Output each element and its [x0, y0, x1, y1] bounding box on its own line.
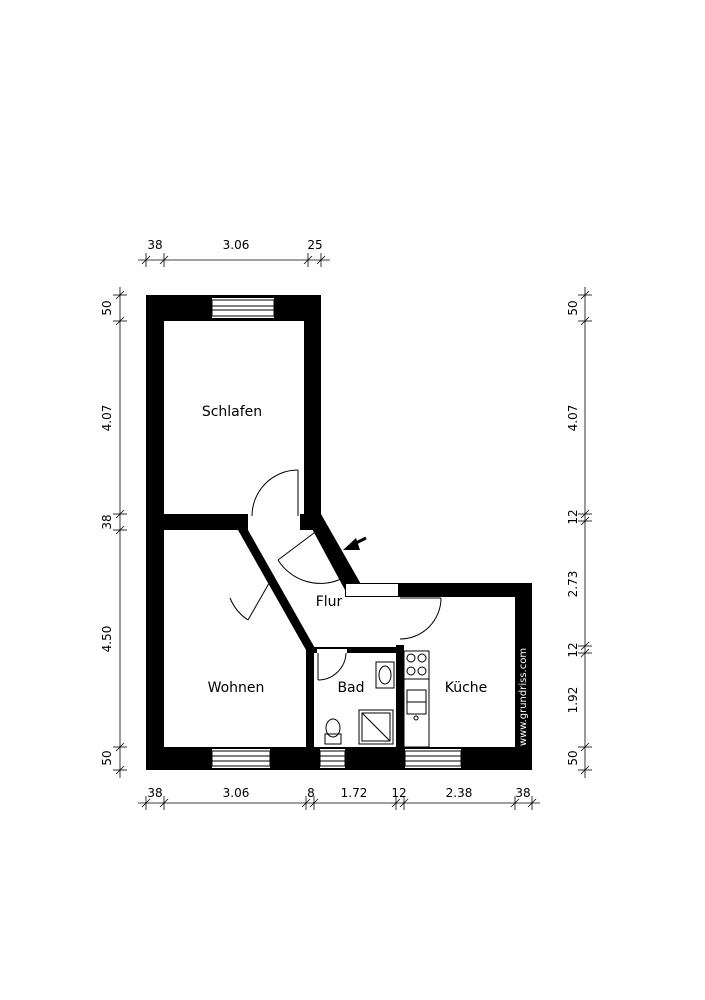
door-entrance: [277, 529, 344, 584]
openings: [212, 298, 461, 768]
toilet: [324, 718, 342, 745]
entrance-arrow-icon: [343, 536, 367, 550]
window-bad: [319, 750, 346, 767]
window-wohnen: [211, 750, 271, 767]
wall-schlafen-right: [304, 295, 321, 515]
dim-top-1: 38: [147, 238, 162, 252]
room-label-bad: Bad: [337, 680, 364, 696]
door-schlafen: [251, 469, 299, 517]
dim-left-1: 50: [100, 300, 114, 315]
window-kueche: [404, 750, 462, 767]
dim-right-2: 4.07: [566, 405, 580, 432]
wall-bad-kueche: [396, 645, 404, 747]
dim-right-7: 50: [566, 750, 580, 765]
dim-right-1: 50: [566, 300, 580, 315]
dim-bottom-3: 8: [307, 786, 315, 800]
room-label-wohnen: Wohnen: [208, 680, 265, 696]
dim-left-5: 50: [100, 750, 114, 765]
dim-left-2: 4.07: [100, 405, 114, 432]
door-bad: [317, 652, 347, 681]
door-kueche: [399, 597, 442, 640]
dim-bottom-4: 1.72: [341, 786, 368, 800]
wall-bad-top: [306, 647, 404, 653]
wall-schlafen-bottom: [146, 514, 248, 530]
wall-right: [515, 583, 532, 770]
dim-top-2: 3.06: [223, 238, 250, 252]
fixtures: [324, 650, 430, 748]
dimension-lines: [119, 259, 586, 804]
dim-bottom-1: 38: [147, 786, 162, 800]
wall-diagonal-wohnen: [238, 530, 316, 650]
walls: [146, 295, 532, 770]
room-label-kueche: Küche: [445, 680, 488, 696]
stove: [403, 650, 430, 680]
dim-left-3: 38: [100, 514, 114, 529]
wall-left: [146, 295, 164, 770]
shower: [358, 709, 394, 745]
doors: [229, 469, 442, 681]
watermark: www.grundriss.com: [518, 648, 529, 746]
wall-bad-left: [306, 647, 314, 747]
dim-top-3: 25: [307, 238, 322, 252]
dim-left-4: 4.50: [100, 626, 114, 653]
dim-bottom-7: 38: [515, 786, 530, 800]
windows: [211, 299, 462, 767]
dim-bottom-6: 2.38: [446, 786, 473, 800]
door-wohnen: [229, 577, 273, 621]
room-label-schlafen: Schlafen: [202, 404, 262, 420]
dim-right-5: 12: [566, 642, 580, 657]
counter: [403, 678, 430, 748]
window-schlafen: [211, 299, 275, 317]
wall-diagonal-flur: [304, 514, 362, 590]
dim-right-3: 12: [566, 509, 580, 524]
dimension-ticks: [113, 253, 592, 810]
dim-bottom-5: 12: [391, 786, 406, 800]
dim-right-4: 2.73: [566, 571, 580, 598]
room-label-flur: Flur: [316, 594, 343, 610]
dim-bottom-2: 3.06: [223, 786, 250, 800]
dim-right-6: 1.92: [566, 687, 580, 714]
washbasin: [375, 661, 395, 689]
